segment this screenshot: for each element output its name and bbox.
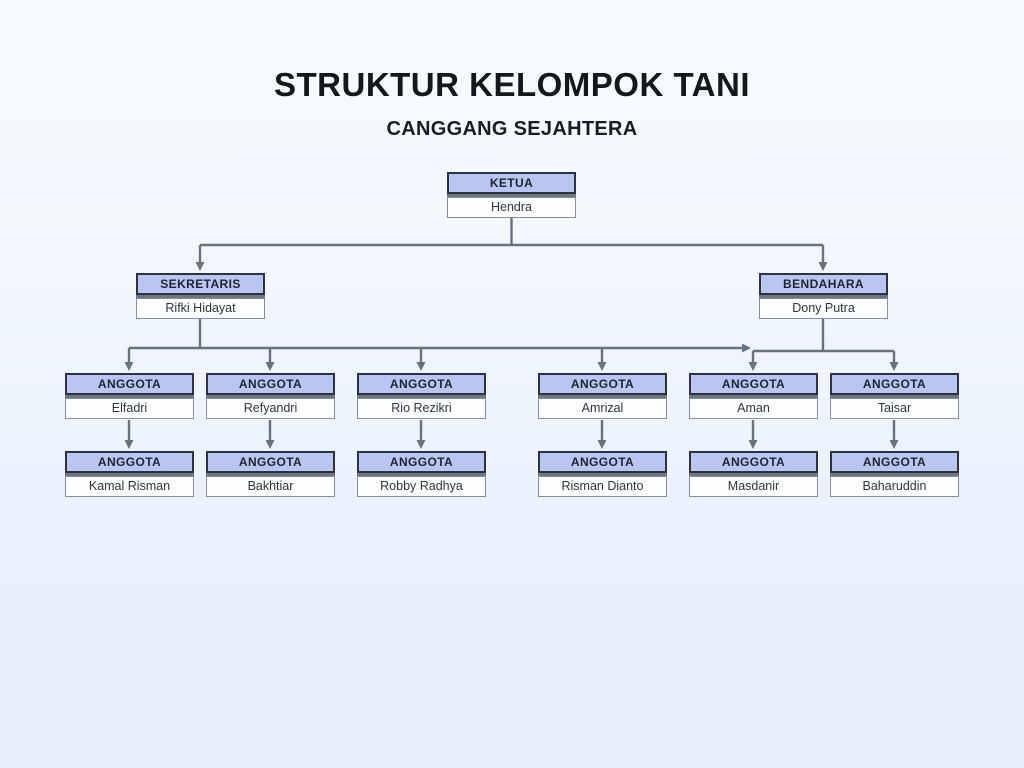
org-node-anggota: ANGGOTA Refyandri: [206, 373, 335, 419]
member-name: Elfadri: [65, 398, 194, 419]
org-node-anggota: ANGGOTA Baharuddin: [830, 451, 959, 497]
member-name: Baharuddin: [830, 476, 959, 497]
org-node-anggota: ANGGOTA Aman: [689, 373, 818, 419]
node-divider: [65, 473, 194, 476]
node-divider: [689, 473, 818, 476]
member-name: Hendra: [447, 197, 576, 218]
org-node-anggota: ANGGOTA Bakhtiar: [206, 451, 335, 497]
member-name: Kamal Risman: [65, 476, 194, 497]
page-title: STRUKTUR KELOMPOK TANI: [273, 66, 751, 103]
role-label: ANGGOTA: [689, 451, 818, 473]
org-node-anggota: ANGGOTA Elfadri: [65, 373, 194, 419]
member-name: Bakhtiar: [206, 476, 335, 497]
org-node-anggota: ANGGOTA Amrizal: [538, 373, 667, 419]
member-name: Rifki Hidayat: [136, 298, 265, 319]
node-divider: [357, 473, 486, 476]
node-divider: [447, 194, 576, 197]
org-node-anggota: ANGGOTA Masdanir: [689, 451, 818, 497]
member-name: Rio Rezikri: [357, 398, 486, 419]
role-label: ANGGOTA: [538, 373, 667, 395]
node-divider: [759, 295, 888, 298]
role-label: ANGGOTA: [65, 451, 194, 473]
member-name: Amrizal: [538, 398, 667, 419]
member-name: Taisar: [830, 398, 959, 419]
member-name: Refyandri: [206, 398, 335, 419]
role-label: ANGGOTA: [538, 451, 667, 473]
node-divider: [538, 473, 667, 476]
org-node-anggota: ANGGOTA Rio Rezikri: [357, 373, 486, 419]
member-name: Masdanir: [689, 476, 818, 497]
node-divider: [136, 295, 265, 298]
org-node-anggota: ANGGOTA Risman Dianto: [538, 451, 667, 497]
org-node-bendahara: BENDAHARA Dony Putra: [759, 273, 888, 319]
role-label: ANGGOTA: [206, 373, 335, 395]
node-divider: [830, 395, 959, 398]
org-node-ketua: KETUA Hendra: [447, 172, 576, 218]
role-label: ANGGOTA: [65, 373, 194, 395]
node-divider: [689, 395, 818, 398]
role-label: ANGGOTA: [830, 451, 959, 473]
org-node-anggota: ANGGOTA Robby Radhya: [357, 451, 486, 497]
org-node-anggota: ANGGOTA Kamal Risman: [65, 451, 194, 497]
role-label: ANGGOTA: [689, 373, 818, 395]
member-name: Risman Dianto: [538, 476, 667, 497]
role-label: ANGGOTA: [206, 451, 335, 473]
node-divider: [830, 473, 959, 476]
org-node-sekretaris: SEKRETARIS Rifki Hidayat: [136, 273, 265, 319]
role-label: BENDAHARA: [759, 273, 888, 295]
node-divider: [65, 395, 194, 398]
node-divider: [538, 395, 667, 398]
member-name: Aman: [689, 398, 818, 419]
node-divider: [206, 473, 335, 476]
role-label: ANGGOTA: [357, 373, 486, 395]
role-label: SEKRETARIS: [136, 273, 265, 295]
role-label: ANGGOTA: [357, 451, 486, 473]
node-divider: [206, 395, 335, 398]
member-name: Robby Radhya: [357, 476, 486, 497]
member-name: Dony Putra: [759, 298, 888, 319]
org-node-anggota: ANGGOTA Taisar: [830, 373, 959, 419]
role-label: ANGGOTA: [830, 373, 959, 395]
role-label: KETUA: [447, 172, 576, 194]
page-subtitle: CANGGANG SEJAHTERA: [386, 118, 638, 140]
node-divider: [357, 395, 486, 398]
